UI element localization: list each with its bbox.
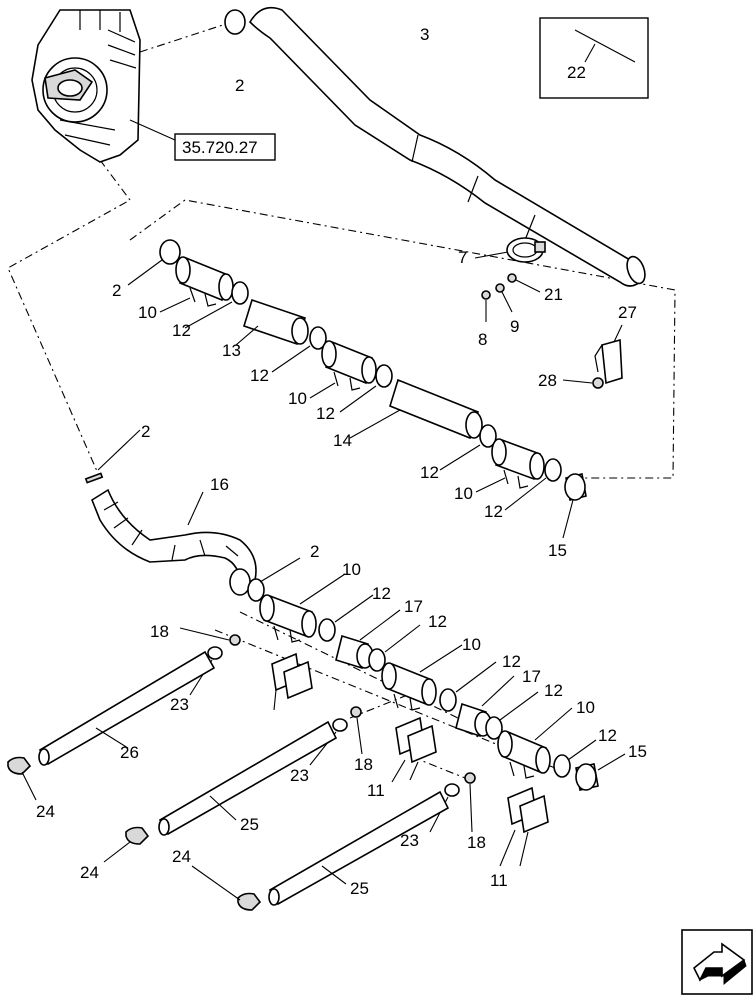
callout-3: 3 — [420, 25, 429, 44]
gasket-11b — [391, 716, 437, 783]
callout-10: 10 — [462, 635, 481, 654]
callout-12: 12 — [598, 726, 617, 745]
callout-15: 15 — [628, 742, 647, 761]
callout-27: 27 — [618, 303, 637, 322]
callout-2: 2 — [112, 281, 121, 300]
callout-18: 18 — [467, 833, 486, 852]
callout-12: 12 — [428, 612, 447, 631]
bracket-27 — [562, 324, 623, 389]
callout-12: 12 — [484, 502, 503, 521]
callout-17: 17 — [404, 597, 423, 616]
callout-2: 2 — [235, 76, 244, 95]
callout-12: 12 — [250, 366, 269, 385]
callout-13: 13 — [222, 341, 241, 360]
callout-23: 23 — [290, 766, 309, 785]
callout-24: 24 — [80, 863, 99, 882]
callout-24: 24 — [172, 847, 191, 866]
callout-7: 7 — [458, 248, 467, 267]
lower-tube-assembly — [259, 573, 626, 867]
callout-25: 25 — [240, 815, 259, 834]
callout-25: 25 — [350, 879, 369, 898]
reference-box[interactable]: 35.720.27 — [174, 133, 276, 161]
callout-21: 21 — [544, 285, 563, 304]
callout-2: 2 — [141, 422, 150, 441]
navigate-arrow-icon[interactable] — [681, 929, 753, 995]
callout-28: 28 — [538, 371, 557, 390]
upper-hose — [224, 6, 646, 287]
callout-9: 9 — [510, 317, 519, 336]
callout-2: 2 — [310, 542, 319, 561]
callout-18: 18 — [354, 755, 373, 774]
callout-22: 22 — [567, 63, 586, 82]
callout-23: 23 — [400, 831, 419, 850]
callout-24: 24 — [36, 802, 55, 821]
callout-16: 16 — [210, 475, 229, 494]
callout-11: 11 — [367, 781, 385, 800]
callout-12: 12 — [316, 404, 335, 423]
part-22-box — [539, 17, 649, 99]
callout-12: 12 — [372, 584, 391, 603]
hoses-and-tubes — [7, 627, 476, 911]
callout-15: 15 — [548, 541, 567, 560]
callout-10: 10 — [138, 303, 157, 322]
reference-label: 35.720.27 — [182, 138, 258, 157]
gasket-11c — [499, 786, 549, 867]
callout-10: 10 — [576, 698, 595, 717]
callout-10: 10 — [288, 389, 307, 408]
upper-tube-assembly — [127, 239, 587, 539]
clamp-7 — [474, 237, 546, 322]
callout-10: 10 — [342, 560, 361, 579]
callout-10: 10 — [454, 484, 473, 503]
callout-17: 17 — [522, 667, 541, 686]
clamp-ring — [224, 9, 246, 35]
callout-26: 26 — [120, 743, 139, 762]
callout-8: 8 — [478, 330, 487, 349]
callout-12: 12 — [172, 321, 191, 340]
callout-12: 12 — [544, 681, 563, 700]
callout-14: 14 — [333, 431, 352, 450]
gasket-11a — [271, 652, 313, 711]
callout-12: 12 — [420, 463, 439, 482]
callout-18: 18 — [150, 622, 169, 641]
callout-labels: 2 3 22 7 21 8 9 27 28 2 10 12 13 12 10 1… — [36, 25, 647, 898]
fan-housing — [31, 9, 176, 163]
callout-12: 12 — [502, 652, 521, 671]
callout-11: 11 — [490, 871, 508, 890]
flex-hose-16 — [84, 429, 301, 602]
callout-23: 23 — [170, 695, 189, 714]
